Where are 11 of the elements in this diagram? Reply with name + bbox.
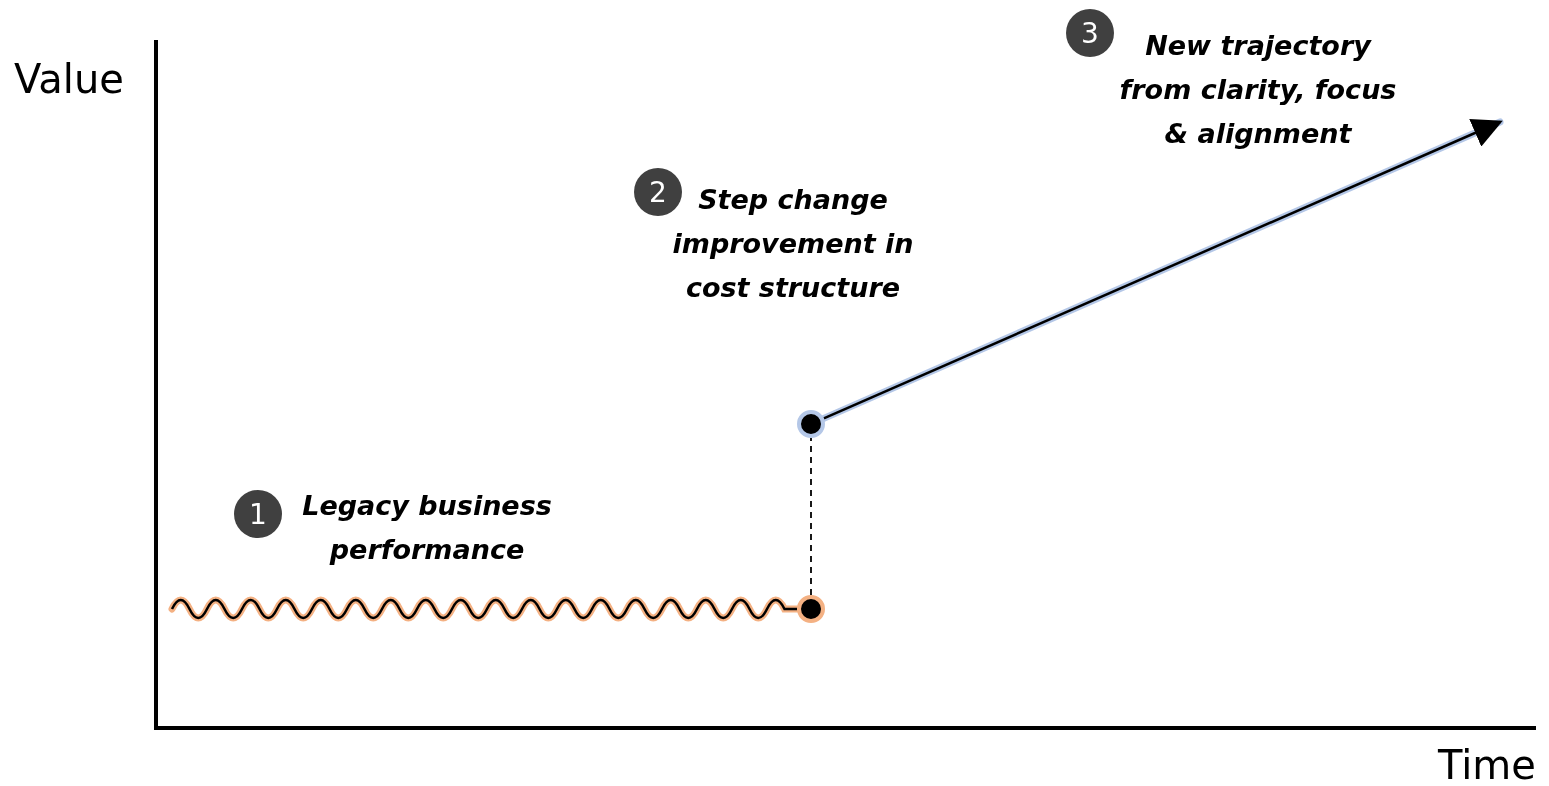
arrow bbox=[820, 118, 1504, 422]
callout-number: 2 bbox=[634, 168, 682, 216]
callout-number: 1 bbox=[234, 490, 282, 538]
point-marker bbox=[797, 410, 825, 438]
dashed-line bbox=[810, 437, 812, 596]
axis-label: Time bbox=[1438, 742, 1536, 786]
callout-text: New trajectory from clarity, focus & alignment bbox=[1118, 29, 1398, 151]
callout-number: 3 bbox=[1066, 9, 1114, 57]
callout-text: Legacy business performance bbox=[301, 489, 553, 567]
axis-label: Value bbox=[14, 56, 124, 102]
point-marker bbox=[797, 595, 825, 623]
